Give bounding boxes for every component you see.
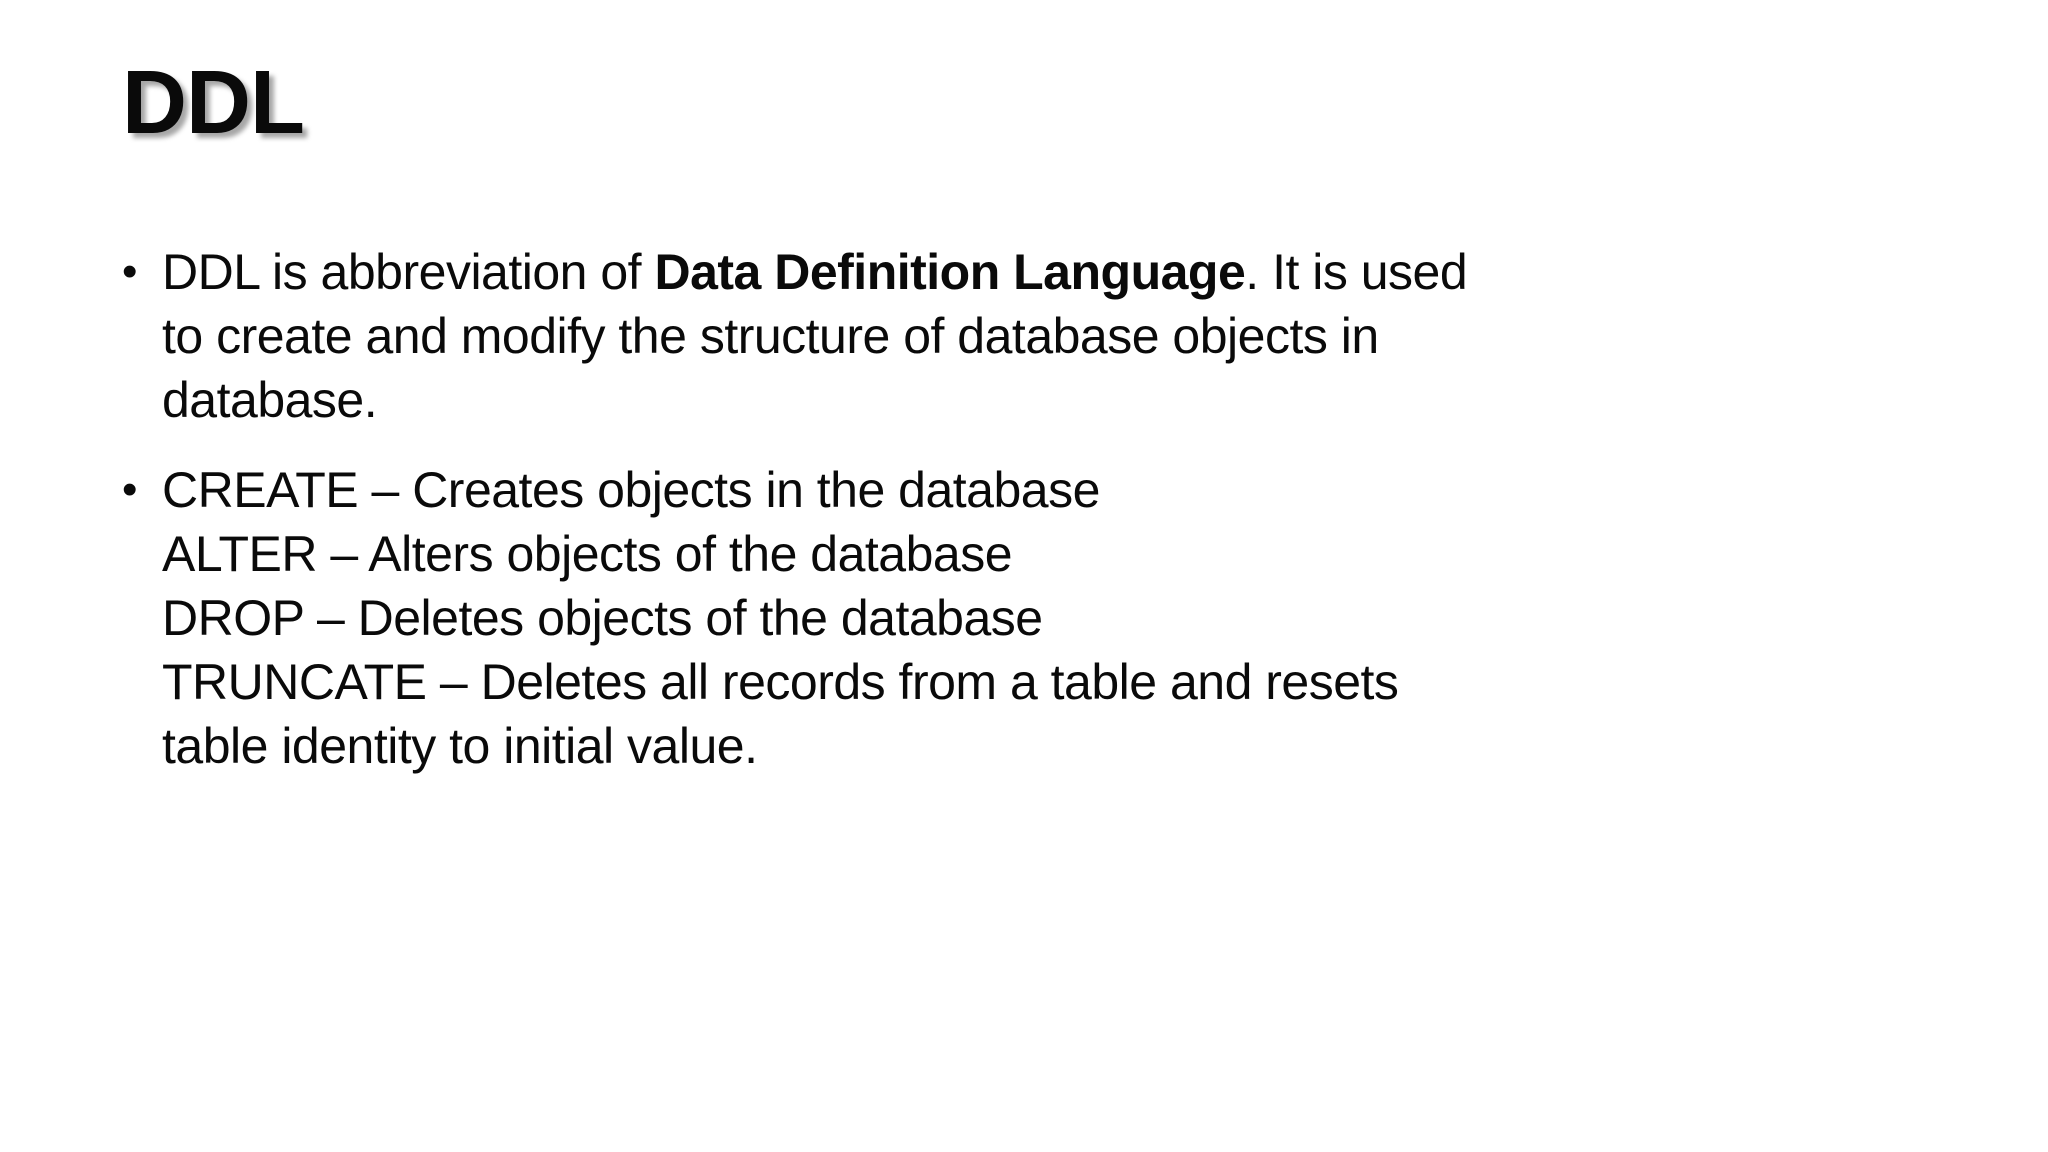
- bullet-text: CREATE – Creates objects in the database…: [162, 458, 1622, 778]
- bullet1-line1-pre: DDL is abbreviation of: [162, 244, 655, 300]
- bullet2-line-drop: DROP – Deletes objects of the database: [162, 590, 1043, 646]
- bullet1-line1-bold: Data Definition Language: [654, 244, 1246, 300]
- bullet2-line-create: CREATE – Creates objects in the database: [162, 462, 1100, 518]
- bullet-item-ddl-commands: • CREATE – Creates objects in the databa…: [122, 458, 1622, 778]
- bullet2-line-truncate-cont: table identity to initial value.: [162, 718, 758, 774]
- bullet-marker: •: [122, 247, 138, 296]
- bullet-text: DDL is abbreviation of Data Definition L…: [162, 240, 1622, 432]
- bullet1-line1-post: . It is used: [1245, 244, 1468, 300]
- bullet1-line3: database.: [162, 372, 378, 428]
- bullet1-line2: to create and modify the structure of da…: [162, 308, 1379, 364]
- bullet2-line-truncate: TRUNCATE – Deletes all records from a ta…: [162, 654, 1399, 710]
- bullet2-line-alter: ALTER – Alters objects of the database: [162, 526, 1013, 582]
- bullet-marker: •: [122, 465, 138, 514]
- slide-body: • DDL is abbreviation of Data Definition…: [122, 240, 1622, 804]
- slide-title: DDL: [122, 53, 305, 153]
- bullet-item-ddl-definition: • DDL is abbreviation of Data Definition…: [122, 240, 1622, 432]
